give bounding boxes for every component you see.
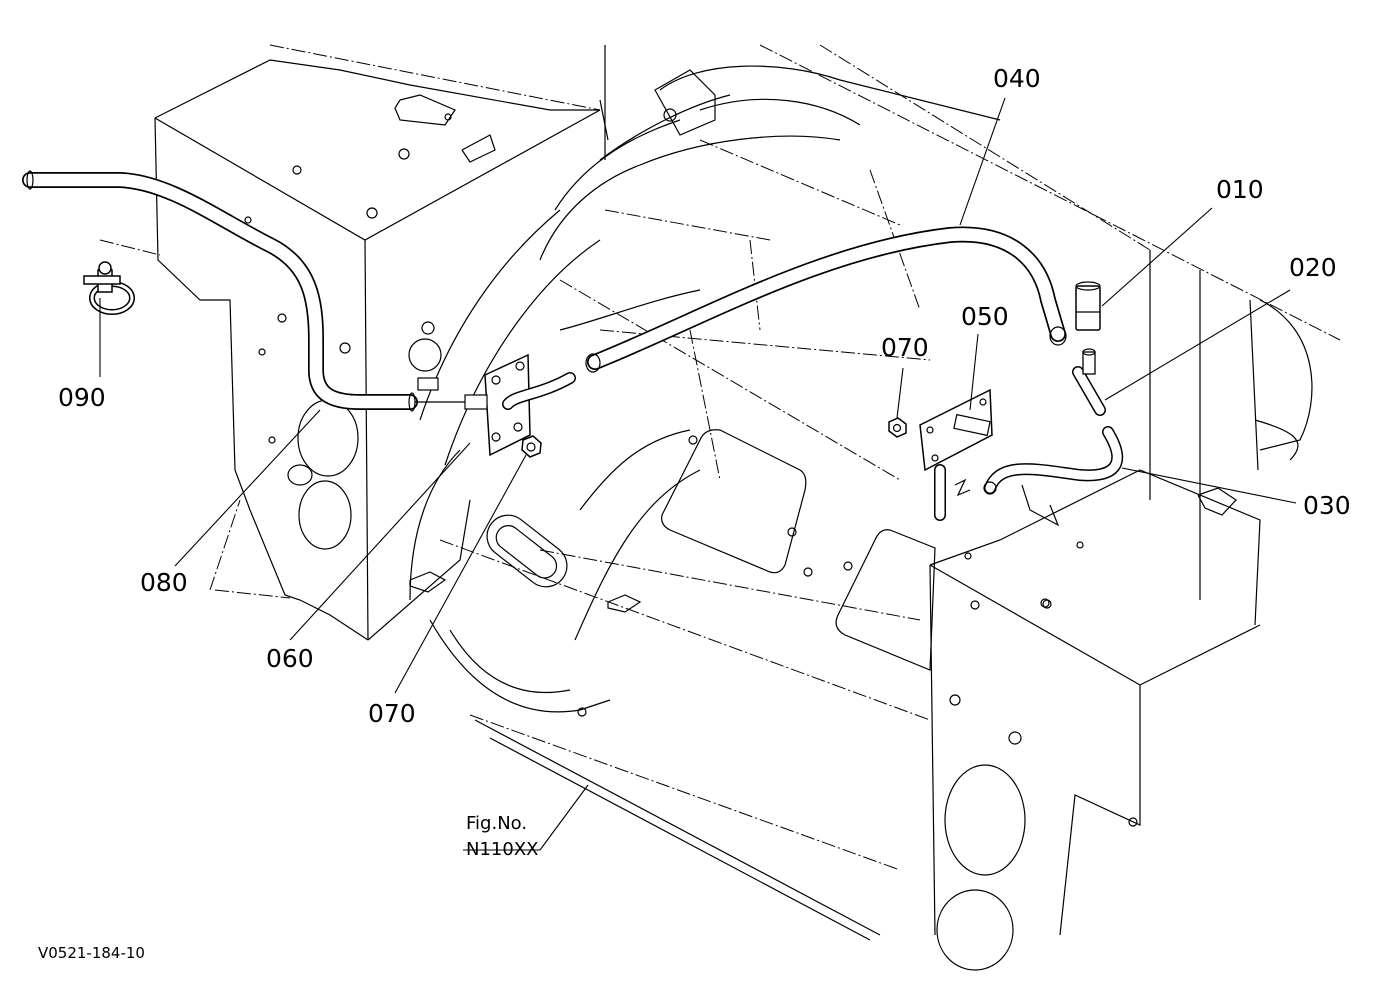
figure-ref-line1: Fig.No. [466,813,527,834]
nut-070-upper [888,417,907,438]
center-shroud [409,44,1341,941]
plate-060 [417,321,576,457]
tee-020 [1072,348,1106,416]
callout-080: 080 [140,568,188,597]
callout-070-lower: 070 [368,699,416,728]
callout-030: 030 [1303,491,1351,520]
callout-070-upper: 070 [881,333,929,362]
drawing-id: V0521-184-10 [38,944,145,962]
plate-050 [919,388,993,521]
right-fender-panel [929,250,1313,971]
nut-070-lower [521,435,542,458]
callout-040: 040 [993,64,1041,93]
hose-080 [22,170,465,412]
hose-030 [983,426,1124,495]
cap-010 [1075,281,1101,331]
callout-010: 010 [1216,175,1264,204]
left-fender-panel [99,44,609,641]
callout-050: 050 [961,302,1009,331]
callout-060: 060 [266,644,314,673]
hose-040 [585,226,1067,373]
leader-lines [99,97,1297,851]
clamp-090 [83,261,135,315]
figure-ref-line2: N110XX [466,839,538,860]
callout-090: 090 [58,383,106,412]
callout-020: 020 [1289,253,1337,282]
